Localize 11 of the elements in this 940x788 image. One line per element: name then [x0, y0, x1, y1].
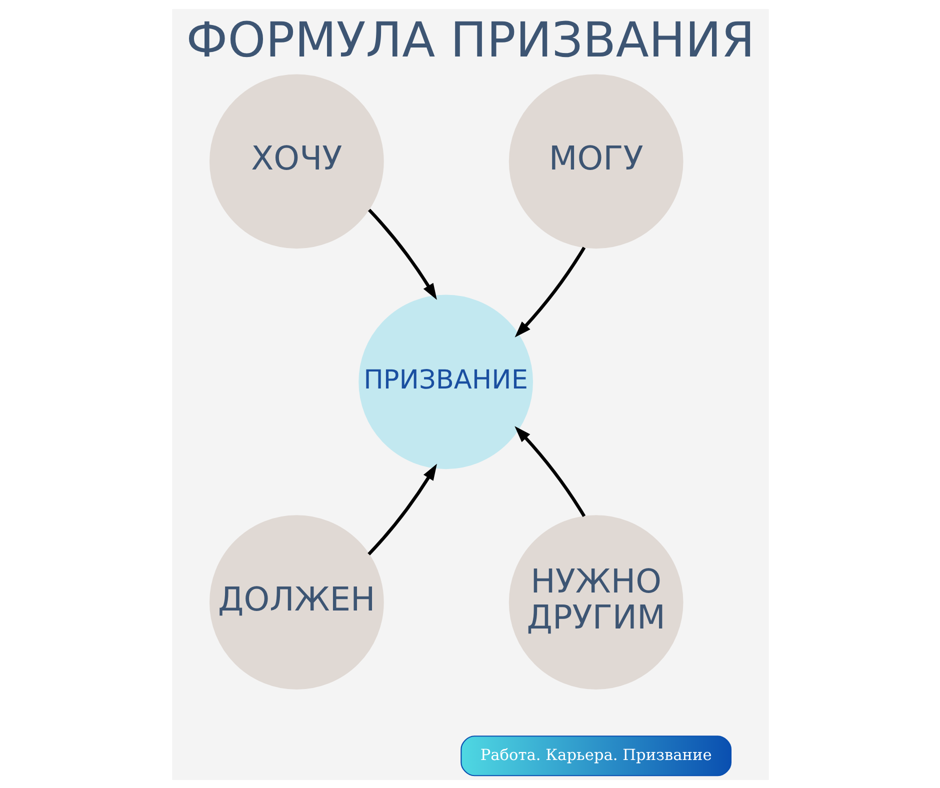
node-circle: ПРИЗВАНИЕ — [358, 294, 533, 469]
arrow — [514, 246, 586, 337]
diagram-title: ФОРМУЛА ПРИЗВАНИЯ — [186, 12, 754, 68]
node-circle: ХОЧУ — [208, 74, 384, 248]
node-box: Работа. Карьера. Призвание — [460, 735, 732, 776]
arrow — [367, 208, 436, 300]
node-circle: МОГУ — [508, 74, 683, 248]
node-circle: ДОЛЖЕН — [208, 514, 384, 690]
node-circle: НУЖНО ДРУГИМ — [508, 514, 683, 690]
arrow — [514, 426, 586, 517]
arrow — [367, 463, 436, 555]
